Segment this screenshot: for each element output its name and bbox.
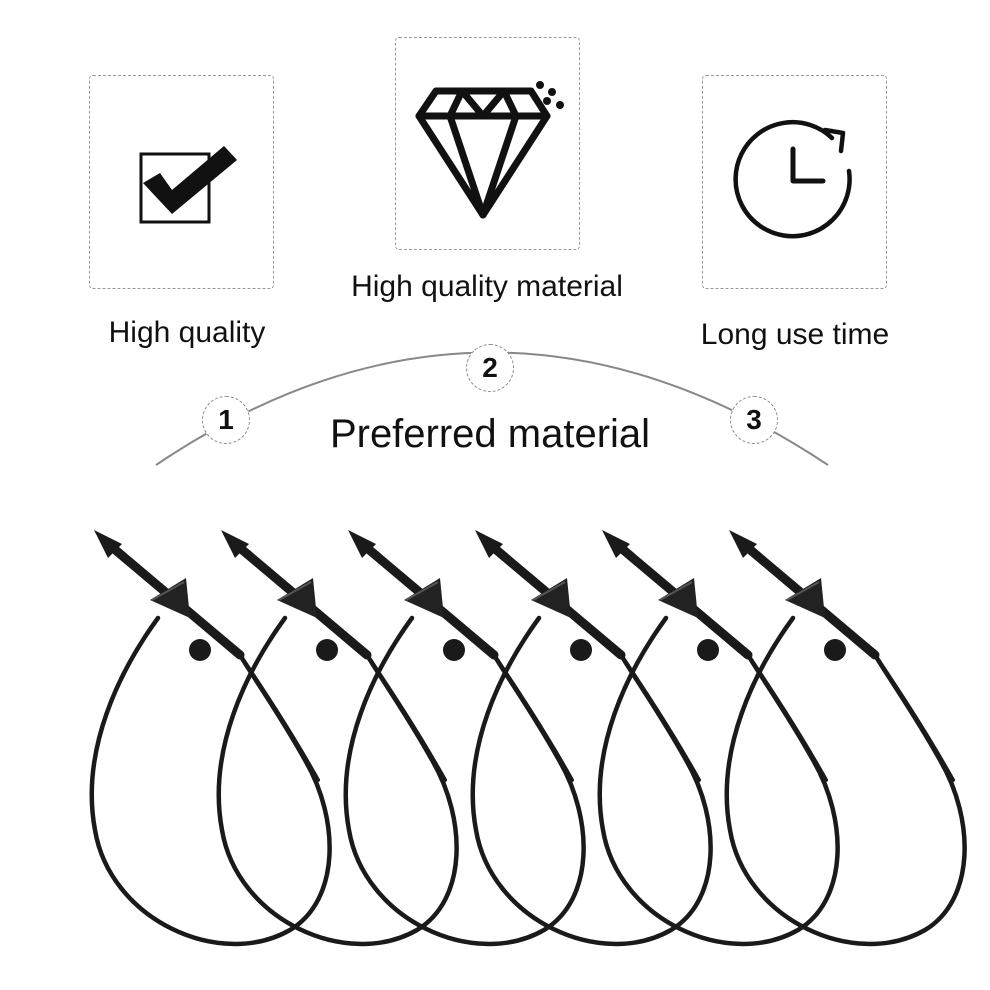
clock-icon <box>733 119 852 239</box>
step-badge-1: 1 <box>202 396 250 444</box>
cable-tie-loop-icon <box>92 530 965 944</box>
arc-title: Preferred material <box>329 412 651 456</box>
progress-arc <box>155 351 829 466</box>
feature-box-high-quality-material <box>395 37 580 250</box>
feature-label-high-quality: High quality <box>108 316 266 349</box>
feature-label-long-use-time: Long use time <box>700 318 890 351</box>
feature-box-long-use-time <box>702 75 887 289</box>
product-image <box>0 470 990 950</box>
checkbox-check-icon <box>139 146 237 224</box>
feature-box-high-quality <box>89 75 274 289</box>
feature-label-high-quality-material: High quality material <box>351 270 623 303</box>
step-badge-3: 3 <box>730 396 778 444</box>
step-badge-2: 2 <box>466 344 514 392</box>
diamond-icon <box>415 81 564 219</box>
